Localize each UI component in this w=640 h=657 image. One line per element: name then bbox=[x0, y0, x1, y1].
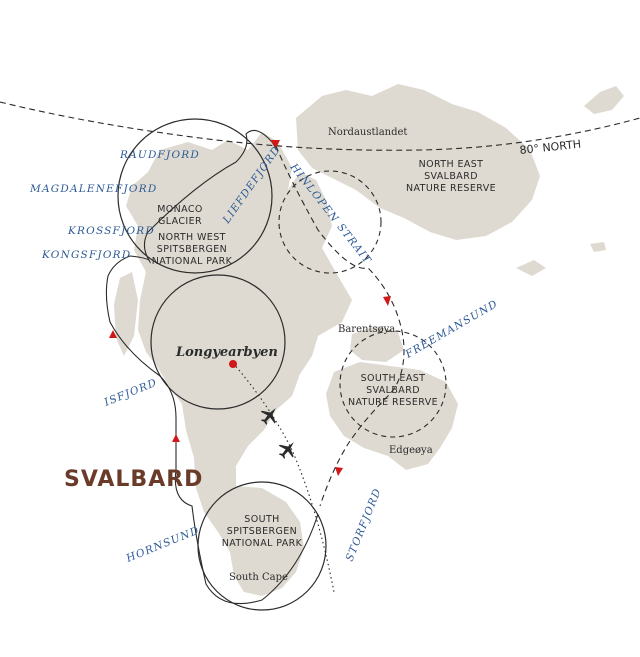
label-barentsoya: Barentsøya bbox=[338, 324, 395, 335]
plane-icon bbox=[278, 442, 294, 459]
kvitoya-island bbox=[584, 86, 624, 114]
flight-route bbox=[232, 362, 335, 593]
svg-text:NORTH EAST: NORTH EAST bbox=[419, 159, 484, 170]
label-edgeoya: Edgeøya bbox=[389, 445, 433, 456]
svg-text:SVALBARD: SVALBARD bbox=[366, 385, 420, 396]
label-storfjord: STORFJORD bbox=[344, 486, 384, 563]
route-arrow-south bbox=[172, 434, 180, 442]
svg-text:SPITSBERGEN: SPITSBERGEN bbox=[157, 244, 227, 255]
label-nordaustlandet: Nordaustlandet bbox=[328, 127, 407, 138]
spitsbergen-island bbox=[126, 132, 352, 596]
route-arrow-north bbox=[270, 140, 280, 148]
label-longyearbyen[interactable]: Longyearbyen bbox=[175, 345, 278, 360]
route-arrow-west bbox=[109, 330, 117, 338]
edgeoya-island bbox=[326, 362, 458, 470]
islet-east bbox=[590, 242, 606, 252]
route-arrow-east bbox=[383, 296, 391, 306]
plane-icon bbox=[260, 408, 276, 425]
nordaustlandet-island bbox=[296, 84, 540, 240]
kong-karls-island bbox=[516, 260, 546, 276]
ship-route-west bbox=[105, 129, 319, 605]
label-freemansund: FREEMANSUND bbox=[403, 298, 501, 361]
label-nw-park: NORTH WEST SPITSBERGEN NATIONAL PARK bbox=[152, 232, 233, 267]
label-hornsund: HORNSUND bbox=[124, 524, 202, 565]
label-south-cape: South Cape bbox=[229, 572, 288, 583]
route-arrow-storfjord bbox=[335, 467, 343, 476]
barentsoya-island bbox=[350, 326, 404, 362]
nw-park-circle bbox=[117, 118, 273, 274]
svg-text:NATURE RESERVE: NATURE RESERVE bbox=[406, 183, 496, 194]
label-ne-reserve: NORTH EAST SVALBARD NATURE RESERVE bbox=[406, 159, 496, 194]
latitude-label: 80° NORTH bbox=[519, 138, 582, 157]
svg-text:NATIONAL PARK: NATIONAL PARK bbox=[152, 256, 233, 267]
svg-text:GLACIER: GLACIER bbox=[158, 216, 202, 227]
label-raudfjord: RAUDFJORD bbox=[119, 149, 200, 161]
label-magdalenefjord: MAGDALENEFJORD bbox=[29, 183, 157, 195]
svg-text:NATURE RESERVE: NATURE RESERVE bbox=[348, 397, 438, 408]
label-isfjord: ISFJORD bbox=[102, 377, 160, 410]
label-s-park: SOUTH SPITSBERGEN NATIONAL PARK bbox=[222, 514, 303, 549]
svg-text:NORTH WEST: NORTH WEST bbox=[158, 232, 226, 243]
svg-text:SPITSBERGEN: SPITSBERGEN bbox=[227, 526, 297, 537]
label-se-reserve: SOUTH EAST SVALBARD NATURE RESERVE bbox=[348, 373, 438, 408]
longyearbyen-circle bbox=[150, 274, 286, 410]
ne-reserve-circle bbox=[278, 170, 382, 274]
svg-text:SVALBARD: SVALBARD bbox=[424, 171, 478, 182]
svg-text:SOUTH: SOUTH bbox=[244, 514, 279, 525]
forland-island bbox=[114, 272, 138, 356]
svg-text:MONACO: MONACO bbox=[157, 204, 203, 215]
label-krossfjord: KROSSFJORD bbox=[67, 225, 155, 237]
label-kongsfjord: KONGSFJORD bbox=[41, 249, 131, 261]
label-monaco-glacier: MONACO GLACIER bbox=[157, 204, 203, 227]
latitude-line bbox=[0, 101, 640, 151]
ship-route-east bbox=[275, 145, 405, 507]
svg-text:NATIONAL PARK: NATIONAL PARK bbox=[222, 538, 303, 549]
se-reserve-circle bbox=[339, 330, 447, 438]
map-title: SVALBARD bbox=[64, 467, 203, 492]
land-masses bbox=[114, 84, 624, 596]
svg-text:SOUTH EAST: SOUTH EAST bbox=[361, 373, 426, 384]
longyearbyen-dot[interactable] bbox=[229, 360, 237, 368]
